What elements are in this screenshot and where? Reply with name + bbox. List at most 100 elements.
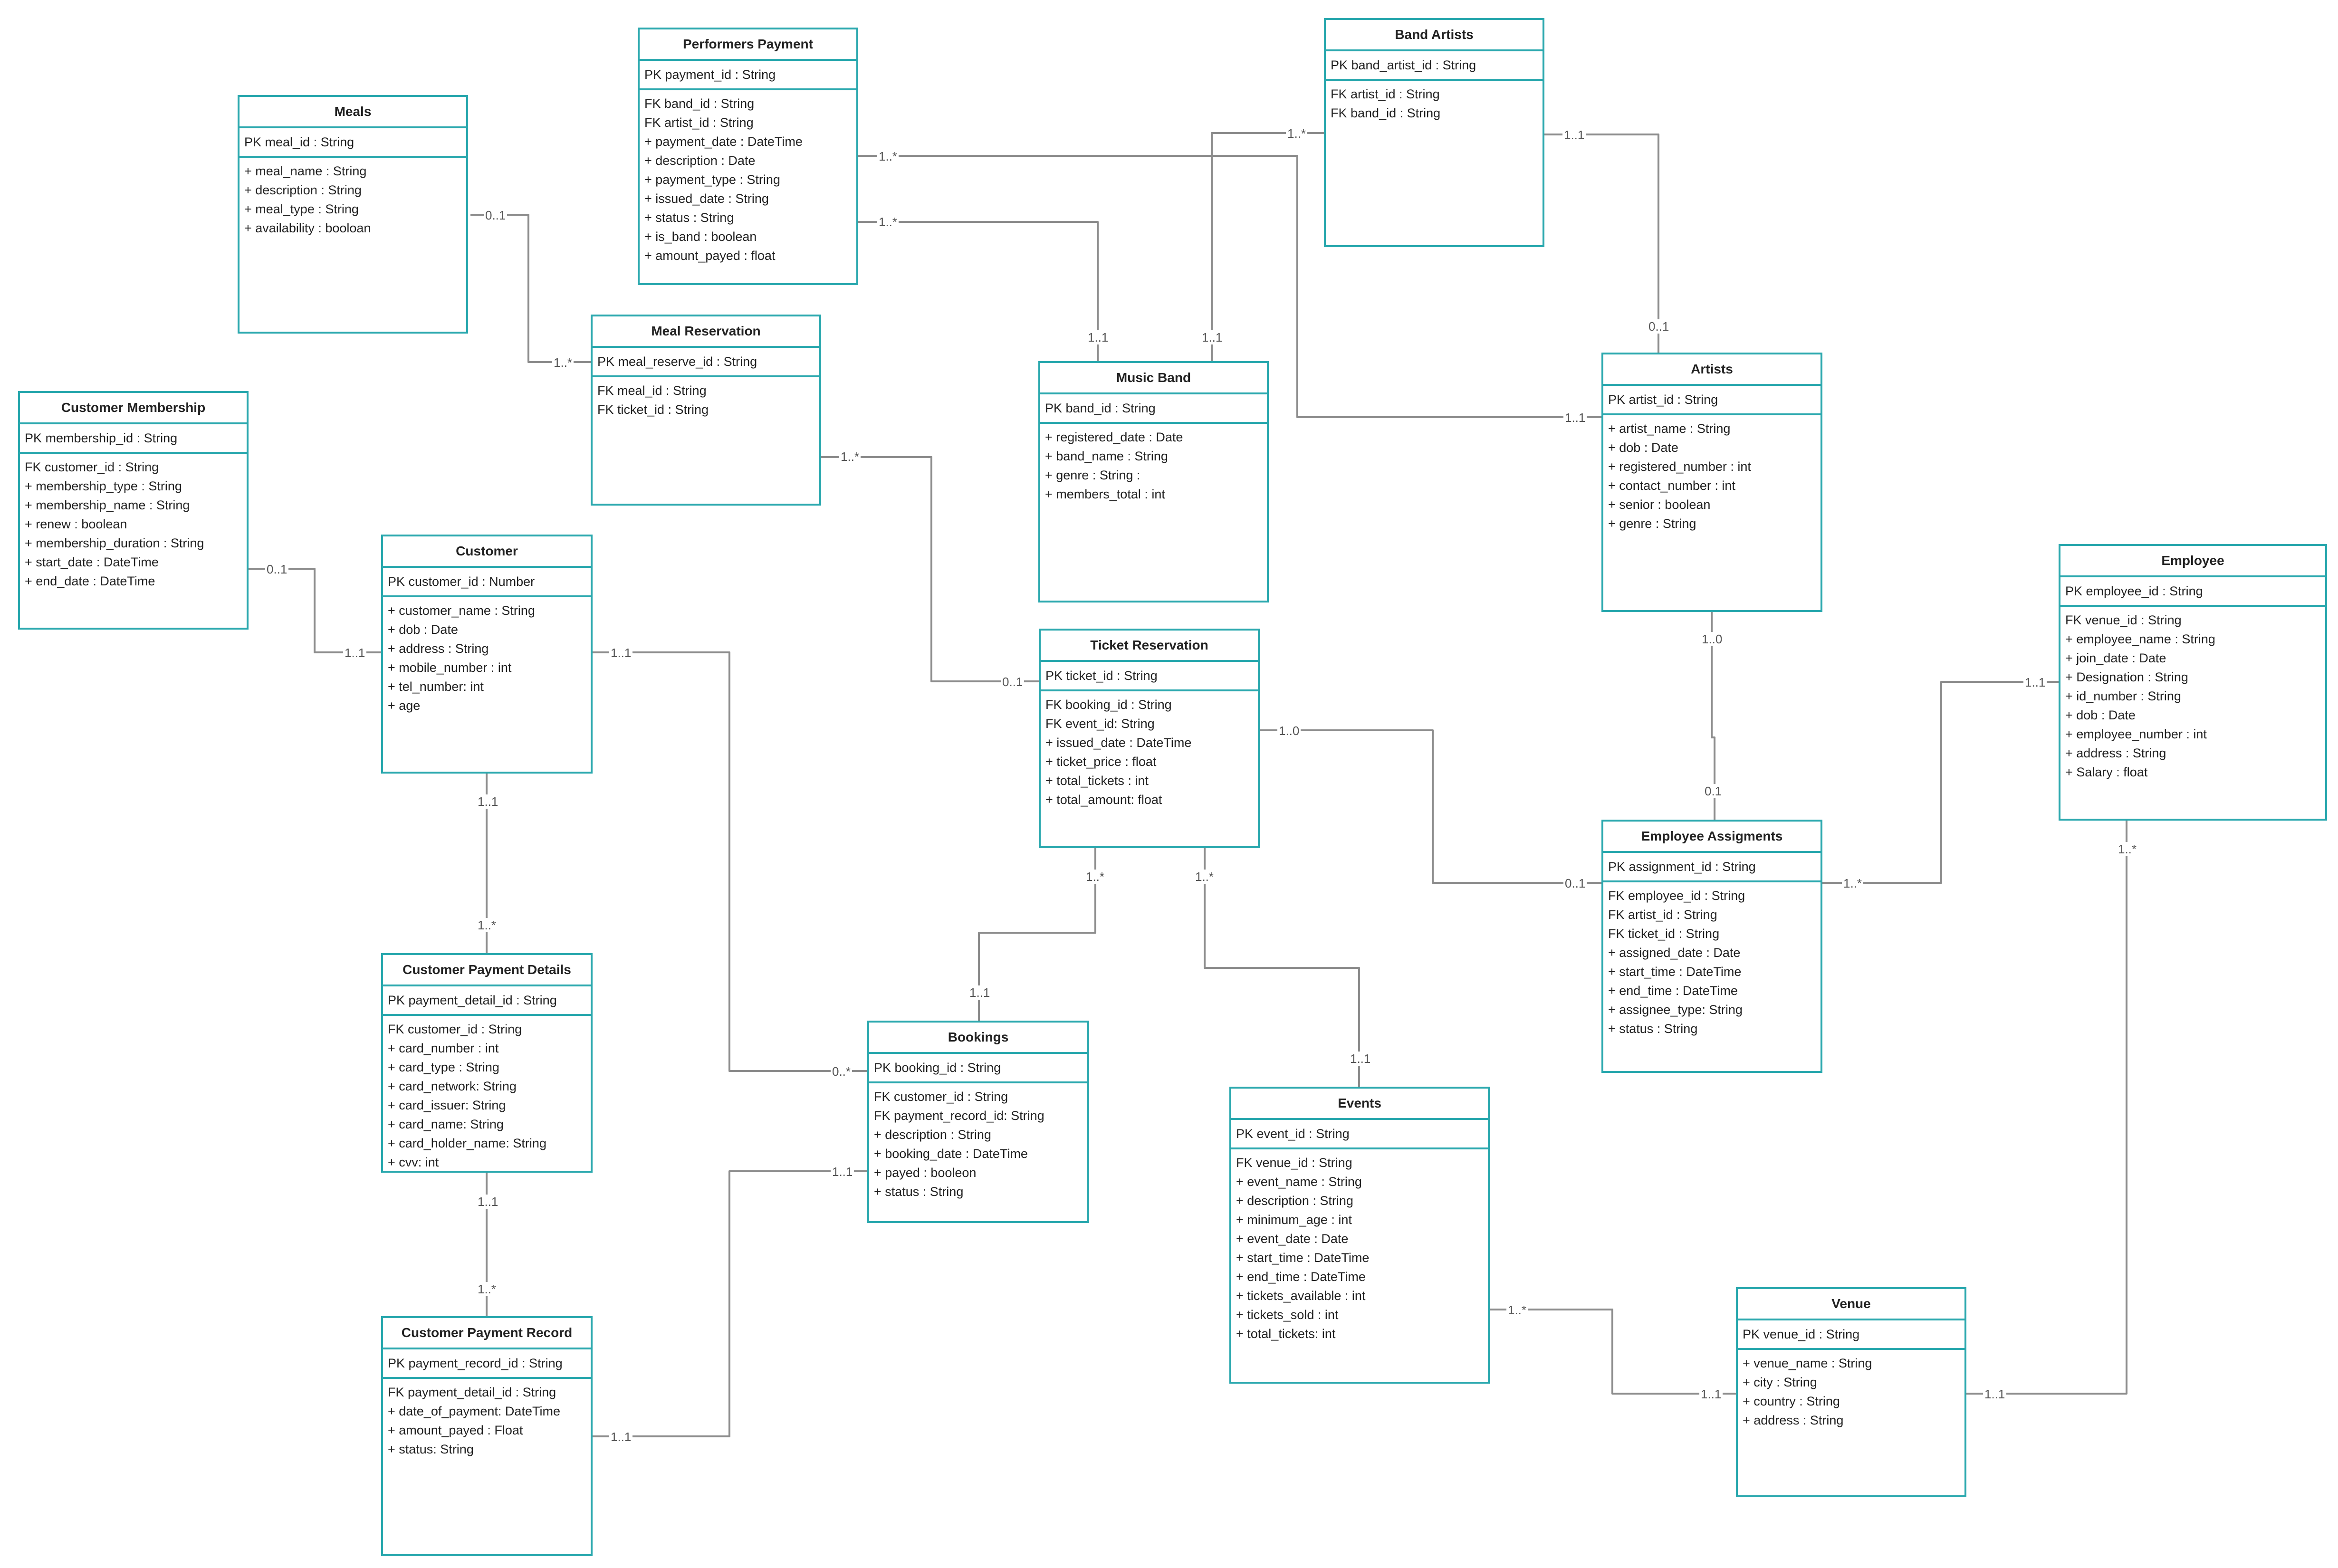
attribute-row: + senior : boolean bbox=[1608, 497, 1711, 512]
entity-title: Venue bbox=[1738, 1289, 1964, 1320]
attribute-row: + description : Date bbox=[644, 153, 756, 168]
attribute-row: + end_date : DateTime bbox=[25, 574, 155, 588]
attribute-list: + artist_name : String+ dob : Date+ regi… bbox=[1603, 415, 1821, 533]
attribute-list: + meal_name : String+ description : Stri… bbox=[240, 158, 466, 238]
connector-meal-reservation-to-ticket-reservation bbox=[821, 456, 1039, 682]
primary-key-row: PK assignment_id : String bbox=[1603, 853, 1821, 882]
attribute-row: FK venue_id : String bbox=[1236, 1156, 1352, 1170]
attribute-row: + amount_payed : float bbox=[644, 249, 776, 263]
attribute-row: + payment_type : String bbox=[644, 172, 780, 187]
multiplicity-label: 1..* bbox=[2117, 842, 2138, 856]
attribute-row: FK employee_id : String bbox=[1608, 889, 1745, 903]
multiplicity-label: 1..* bbox=[476, 918, 498, 932]
primary-key-row: PK employee_id : String bbox=[2060, 577, 2325, 607]
multiplicity-label: 0..* bbox=[831, 1064, 853, 1079]
attribute-row: FK band_id : String bbox=[1331, 106, 1441, 120]
attribute-row: + issued_date : String bbox=[644, 191, 769, 206]
multiplicity-label: 1..1 bbox=[1563, 411, 1587, 425]
primary-key-row: PK artist_id : String bbox=[1603, 386, 1821, 415]
attribute-row: FK ticket_id : String bbox=[1608, 927, 1720, 941]
primary-key-row: PK meal_reserve_id : String bbox=[593, 348, 819, 377]
multiplicity-label: 1..1 bbox=[2023, 675, 2047, 689]
attribute-row: + contact_number : int bbox=[1608, 478, 1735, 493]
attribute-row: + card_network: String bbox=[388, 1079, 517, 1093]
multiplicity-label: 1..1 bbox=[1086, 330, 1110, 344]
primary-key-row: PK membership_id : String bbox=[20, 424, 247, 454]
multiplicity-label: 1..1 bbox=[1699, 1387, 1723, 1401]
attribute-row: + start_time : DateTime bbox=[1236, 1251, 1370, 1265]
entity-title: Meal Reservation bbox=[593, 316, 819, 348]
attribute-row: + total_tickets : int bbox=[1045, 774, 1149, 788]
multiplicity-label: 1..1 bbox=[1983, 1387, 2007, 1401]
entity-title: Customer Payment Details bbox=[383, 955, 591, 986]
primary-key-row: PK event_id : String bbox=[1231, 1120, 1488, 1149]
attribute-row: + payment_date : DateTime bbox=[644, 134, 803, 149]
attribute-row: + availability : booloan bbox=[244, 221, 371, 235]
multiplicity-label: 1..* bbox=[1194, 870, 1216, 884]
connector-meals-to-meal-reservation bbox=[470, 214, 594, 363]
attribute-row: + card_issuer: String bbox=[388, 1098, 506, 1112]
multiplicity-label: 1..1 bbox=[831, 1165, 854, 1179]
attribute-row: + cvv: int bbox=[388, 1155, 439, 1169]
multiplicity-label: 1..1 bbox=[343, 646, 367, 660]
primary-key-row: PK payment_detail_id : String bbox=[383, 986, 591, 1016]
attribute-row: + card_holder_name: String bbox=[388, 1136, 546, 1150]
attribute-row: FK customer_id : String bbox=[388, 1022, 522, 1036]
attribute-list: + registered_date : Date+ band_name : St… bbox=[1040, 424, 1267, 504]
attribute-row: + status : String bbox=[644, 210, 734, 225]
multiplicity-label: 1..1 bbox=[476, 1195, 500, 1209]
attribute-row: + genre : String bbox=[1608, 516, 1696, 531]
entity-title: Bookings bbox=[869, 1023, 1087, 1054]
attribute-list: FK customer_id : String+ membership_type… bbox=[20, 454, 247, 591]
entity-title: Customer Payment Record bbox=[383, 1318, 591, 1349]
multiplicity-label: 0.1 bbox=[1703, 784, 1724, 798]
multiplicity-label: 1..* bbox=[1506, 1303, 1528, 1317]
connector-ticket-reservation-to-events bbox=[1204, 848, 1360, 1087]
attribute-list: FK payment_detail_id : String+ date_of_p… bbox=[383, 1379, 591, 1459]
primary-key-row: PK band_artist_id : String bbox=[1326, 51, 1543, 81]
attribute-row: + meal_type : String bbox=[244, 202, 359, 216]
multiplicity-label: 0..1 bbox=[484, 208, 508, 222]
primary-key-row: PK meal_id : String bbox=[240, 128, 466, 158]
primary-key-row: PK payment_id : String bbox=[640, 61, 856, 90]
attribute-row: + artist_name : String bbox=[1608, 421, 1731, 436]
multiplicity-label: 1..1 bbox=[1200, 330, 1224, 344]
attribute-row: + membership_duration : String bbox=[25, 536, 204, 550]
entity-title: Employee bbox=[2060, 546, 2325, 577]
attribute-row: + payed : booleon bbox=[874, 1166, 977, 1180]
connector-band-artists-to-artists bbox=[1544, 134, 1659, 353]
attribute-row: FK payment_detail_id : String bbox=[388, 1385, 556, 1399]
attribute-row: + minimum_age : int bbox=[1236, 1213, 1352, 1227]
attribute-row: FK meal_id : String bbox=[597, 383, 707, 398]
multiplicity-label: 0..1 bbox=[1563, 876, 1587, 890]
attribute-list: + customer_name : String+ dob : Date+ ad… bbox=[383, 597, 591, 715]
connector-events-to-venue bbox=[1490, 1309, 1736, 1395]
multiplicity-label: 1..* bbox=[552, 355, 574, 370]
multiplicity-label: 1..1 bbox=[968, 985, 992, 1000]
attribute-row: + address : String bbox=[388, 641, 489, 656]
entity-title: Artists bbox=[1603, 354, 1821, 386]
attribute-row: + booking_date : DateTime bbox=[874, 1147, 1028, 1161]
connector-artists-to-employee-assigments bbox=[1711, 612, 1715, 820]
attribute-row: + status : String bbox=[874, 1185, 964, 1199]
entity-title: Band Artists bbox=[1326, 20, 1543, 51]
